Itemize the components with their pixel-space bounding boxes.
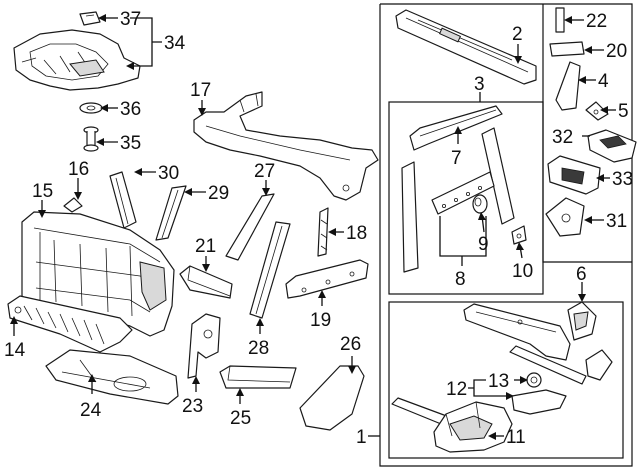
callout-30: 30 — [158, 163, 179, 184]
callout-11: 11 — [506, 427, 526, 448]
callout-13: 13 — [488, 371, 509, 392]
part-17-crossmember — [193, 91, 379, 201]
callout-4: 4 — [598, 71, 609, 92]
part-12-brace — [511, 389, 567, 415]
callout-12: 12 — [446, 379, 467, 400]
callout-26: 26 — [340, 334, 361, 355]
group-box-1 — [379, 3, 633, 467]
part-7-crossbar — [409, 105, 503, 151]
part-6-bar — [509, 345, 587, 385]
part-21-block — [179, 265, 233, 299]
part-6-rail-assembly — [463, 303, 571, 361]
callout-14: 14 — [4, 340, 26, 361]
callout-5: 5 — [618, 101, 629, 122]
part-27-rail — [225, 193, 275, 261]
group-box-6 — [388, 301, 624, 459]
callout-37: 37 — [120, 9, 141, 30]
part-26-panel — [299, 365, 365, 431]
callout-29: 29 — [208, 183, 229, 204]
part-19-rail — [285, 259, 369, 299]
part-32-module — [587, 129, 637, 163]
part-28-rail — [249, 221, 291, 319]
callout-27: 27 — [254, 161, 275, 182]
part-4-bracket — [555, 61, 581, 111]
callout-36: 36 — [120, 99, 141, 120]
part-23-bracket — [187, 313, 221, 379]
part-20-bar — [549, 41, 585, 57]
callout-23: 23 — [182, 396, 203, 417]
callout-17: 17 — [190, 80, 211, 101]
part-30-strut — [109, 171, 137, 229]
part-29-strut — [155, 185, 187, 241]
part-36-washer — [79, 102, 103, 114]
group-box-upper-right — [542, 4, 632, 263]
callout-22: 22 — [586, 11, 607, 32]
part-2-tray — [395, 9, 537, 85]
callout-3: 3 — [474, 74, 485, 95]
callout-21: 21 — [195, 236, 216, 257]
part-22-strip — [555, 7, 565, 33]
callout-7: 7 — [451, 148, 462, 169]
part-3-post-right — [481, 127, 515, 225]
part-6-bracket — [567, 301, 597, 341]
part-16-bracket — [63, 197, 83, 213]
callout-15: 15 — [32, 181, 53, 202]
part-34-shield — [13, 29, 141, 91]
part-31-plate — [545, 197, 585, 237]
callout-32: 32 — [552, 127, 573, 148]
callout-33: 33 — [612, 169, 633, 190]
part-11-assembly — [433, 401, 513, 453]
part-18-bracket — [317, 207, 329, 257]
part-14-lower-panel — [7, 295, 133, 353]
part-6-block — [585, 349, 613, 381]
callout-6: 6 — [576, 264, 587, 285]
callout-35: 35 — [120, 133, 141, 154]
callout-18: 18 — [346, 223, 367, 244]
callout-19: 19 — [310, 310, 331, 331]
callout-20: 20 — [606, 41, 627, 62]
callout-9: 9 — [478, 234, 489, 255]
callout-8: 8 — [455, 269, 466, 290]
leaders — [10, 14, 616, 440]
callout-24: 24 — [80, 400, 102, 421]
part-8-plate — [431, 171, 495, 215]
part-3-post-left — [401, 161, 419, 273]
part-37-clip — [79, 11, 101, 26]
part-35-bolt — [83, 126, 99, 152]
part-10-clip — [511, 225, 527, 245]
part-13-bushing — [526, 372, 542, 388]
part-33-block — [547, 155, 601, 195]
callout-2: 2 — [512, 24, 523, 45]
callout-10: 10 — [512, 261, 533, 282]
callout-16: 16 — [68, 159, 89, 180]
part-25-block — [219, 365, 297, 389]
callout-28: 28 — [248, 338, 269, 359]
part-9-bushing — [472, 194, 488, 214]
callout-1: 1 — [356, 427, 367, 448]
callout-labels: 37 34 36 35 16 15 30 29 14 24 17 27 21 1… — [4, 9, 633, 448]
callout-25: 25 — [230, 408, 251, 429]
callout-31: 31 — [606, 211, 627, 232]
part-24-floor-panel — [45, 349, 179, 405]
callout-34: 34 — [164, 33, 186, 54]
